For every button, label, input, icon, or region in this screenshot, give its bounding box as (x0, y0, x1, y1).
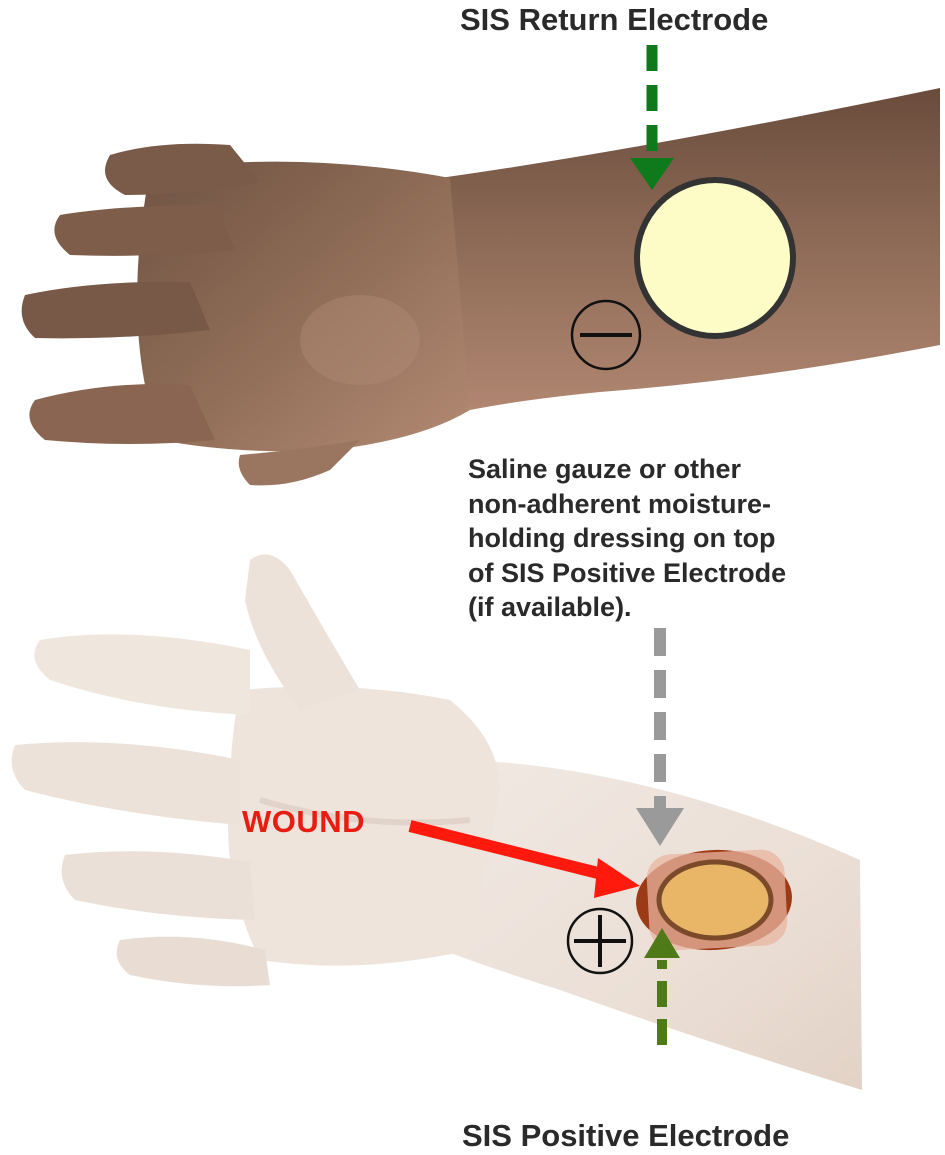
dressing-note-line: holding dressing on top (468, 521, 898, 556)
positive-electrode-label: SIS Positive Electrode (462, 1118, 789, 1154)
plus-sign-icon (568, 909, 632, 973)
dressing-note-line: of SIS Positive Electrode (468, 556, 898, 591)
return-electrode-label: SIS Return Electrode (0, 2, 945, 38)
dressing-arrow (636, 628, 684, 846)
dressing-note-line: (if available). (468, 590, 898, 625)
dressing-note-line: non-adherent moisture- (468, 487, 898, 522)
palm-of-hand (12, 554, 862, 1090)
wound-label: WOUND (242, 804, 365, 840)
return-electrode-pad (637, 180, 793, 336)
positive-electrode-pad (659, 862, 771, 938)
dressing-note: Saline gauze or other non-adherent moist… (468, 452, 898, 625)
dressing-note-line: Saline gauze or other (468, 452, 898, 487)
back-of-hand (22, 88, 940, 485)
